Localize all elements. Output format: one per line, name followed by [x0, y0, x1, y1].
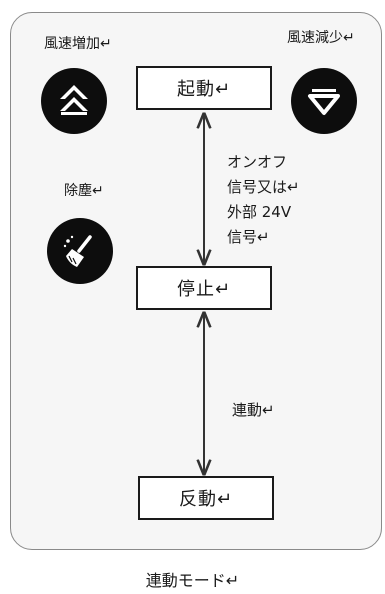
stop-state-label: 停止↵ [176, 279, 232, 300]
speed-up-label: 風速増加↵ [44, 36, 112, 52]
diagram-caption: 連動モード↵ [145, 571, 240, 590]
reverse-state-label: 反動↵ [178, 489, 234, 510]
speed-down-label: 風速減少↵ [287, 30, 355, 46]
chevron-down-icon [308, 89, 340, 115]
start-state-label: 起動↵ [176, 79, 232, 100]
stop-state-box: 停止↵ [136, 266, 272, 310]
start-state-box: 起動↵ [136, 66, 272, 110]
condition-line: 信号又は↵ [227, 178, 300, 196]
speed-up-button[interactable] [41, 68, 107, 134]
double-chevron-up-icon [60, 85, 88, 115]
stop-reverse-condition: 連動↵ [232, 401, 275, 419]
speed-down-button[interactable] [291, 68, 357, 134]
condition-line: オンオフ [227, 153, 288, 171]
broom-icon [63, 235, 92, 267]
reverse-state-box: 反動↵ [138, 476, 274, 520]
dust-removal-button[interactable] [47, 218, 113, 284]
condition-line: 外部 24V [227, 203, 292, 221]
condition-line: 信号↵ [227, 228, 270, 246]
start-stop-condition: オンオフ 信号又は↵ 外部 24V 信号↵ [227, 150, 300, 250]
dust-removal-label: 除塵↵ [64, 183, 104, 199]
